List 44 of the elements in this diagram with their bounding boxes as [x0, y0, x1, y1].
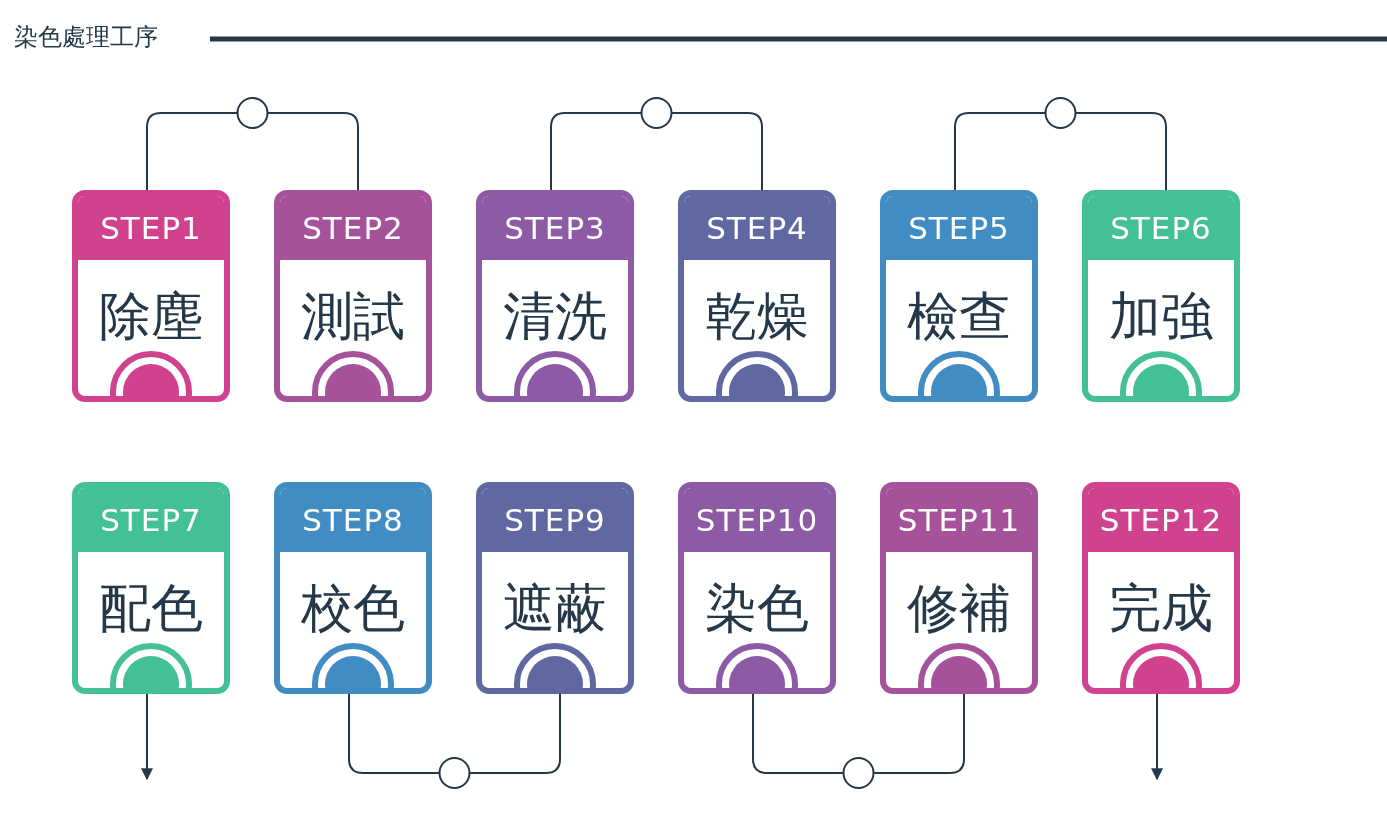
step-number: STEP6 [1110, 210, 1212, 246]
step-number: STEP10 [695, 502, 819, 538]
step-name: 染色 [705, 578, 809, 638]
step-card [880, 482, 1038, 694]
step-card [678, 482, 836, 694]
step-name: 校色 [301, 578, 405, 638]
connector-line [146, 112, 359, 191]
step-number: STEP3 [504, 210, 606, 246]
step-number: STEP2 [302, 210, 404, 246]
step-card [678, 190, 836, 402]
arrow [141, 693, 153, 781]
step-number: STEP7 [100, 502, 202, 538]
step-number: STEP5 [908, 210, 1010, 246]
step-number: STEP1 [100, 210, 202, 246]
step-card [476, 482, 634, 694]
connector-line [550, 112, 763, 191]
arrow [1151, 693, 1163, 781]
step-name: 修補 [907, 578, 1011, 638]
step-card [1082, 482, 1240, 694]
step-name: 加強 [1109, 286, 1213, 346]
step-number: STEP8 [302, 502, 404, 538]
step-name: 遮蔽 [503, 578, 607, 638]
step-name: 清洗 [503, 286, 607, 346]
title: 染色處理工序 [14, 22, 158, 52]
connector-line [348, 693, 561, 774]
step-name: 乾燥 [705, 286, 809, 346]
step-card [880, 190, 1038, 402]
connector-line [752, 693, 965, 774]
step-card [476, 190, 634, 402]
step-number: STEP12 [1099, 502, 1223, 538]
step-card [72, 190, 230, 402]
connector-line [954, 112, 1167, 191]
step-card [274, 190, 432, 402]
step-name: 除塵 [99, 286, 203, 346]
step-card [72, 482, 230, 694]
step-name: 檢查 [907, 286, 1011, 346]
step-name: 測試 [301, 286, 405, 346]
step-number: STEP9 [504, 502, 606, 538]
step-number: STEP11 [897, 502, 1021, 538]
step-card [274, 482, 432, 694]
step-number: STEP4 [706, 210, 808, 246]
step-name: 配色 [99, 578, 203, 638]
step-name: 完成 [1109, 578, 1213, 638]
step-card [1082, 190, 1240, 402]
